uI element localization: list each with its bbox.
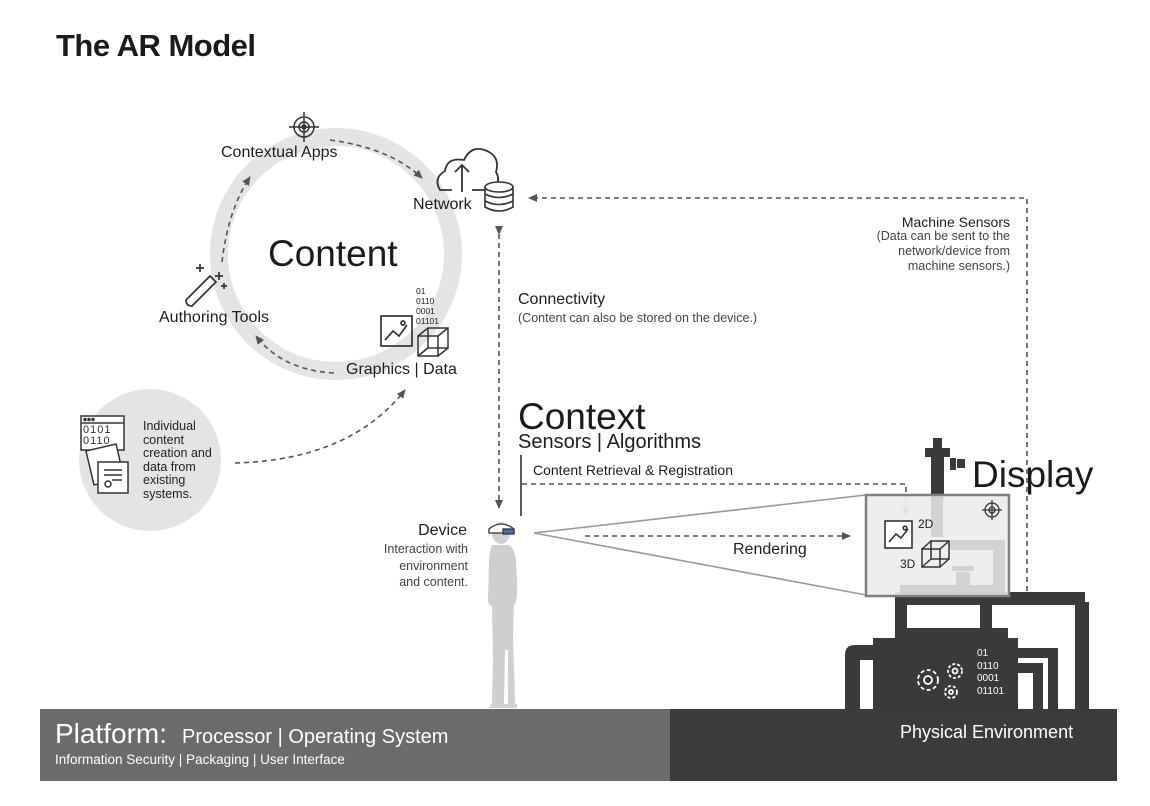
cube-icon xyxy=(417,327,449,357)
device-label: Device xyxy=(418,522,467,539)
headset-icon xyxy=(488,523,515,535)
physical-environment-label: Physical Environment xyxy=(900,722,1074,742)
display-image-icon xyxy=(884,520,913,549)
context-sub-label: Sensors | Algorithms xyxy=(518,431,702,453)
physical-environment-bar: Physical Environment xyxy=(670,709,1117,781)
platform-sub2-label: Information Security | Packaging | User … xyxy=(55,752,345,767)
platform-label: Platform: xyxy=(55,718,168,749)
graphics-binary: 01 0110 0001 01101 xyxy=(416,286,440,326)
machine-sensors-note: (Data can be sent to the network/device … xyxy=(876,229,1010,273)
arrow-apps-to-network xyxy=(329,139,423,179)
display-3d-tag: 3D xyxy=(900,557,916,571)
machine-binary: 01 0110 0001 01101 xyxy=(977,648,1005,697)
display-cube-icon xyxy=(921,540,950,568)
fov-top xyxy=(533,494,867,534)
device-note: Interaction with environment and content… xyxy=(383,542,468,589)
display-2d-tag: 2D xyxy=(918,517,934,531)
target-icon xyxy=(289,112,319,142)
cloud-icon xyxy=(436,148,500,192)
image-icon xyxy=(380,315,413,347)
platform-bar: Platform: Processor | Operating System I… xyxy=(40,709,670,781)
network-label: Network xyxy=(413,196,472,213)
display-target-icon xyxy=(982,500,1002,520)
arrow-graphics-to-tools xyxy=(255,335,335,374)
connectivity-note: (Content can also be stored on the devic… xyxy=(518,311,758,325)
arrow-individual-to-graphics xyxy=(234,389,406,464)
machine-sensors-label: Machine Sensors xyxy=(901,214,1010,230)
database-icon xyxy=(484,181,514,212)
platform-sub-label: Processor | Operating System xyxy=(182,726,449,748)
display-background-pipes xyxy=(900,497,1005,594)
connectivity-label: Connectivity xyxy=(518,291,606,308)
arrow-tools-to-apps xyxy=(221,176,251,263)
rendering-label: Rendering xyxy=(733,541,807,558)
page-title: The AR Model xyxy=(56,28,256,63)
individual-text: Individual content creation and data fro… xyxy=(143,419,212,501)
document-icon xyxy=(85,443,129,494)
gears-icon xyxy=(917,663,963,699)
person-silhouette xyxy=(488,522,518,708)
machine xyxy=(845,438,1089,710)
machine-sensors-path xyxy=(528,194,1028,600)
contextual-apps-label: Contextual Apps xyxy=(221,144,338,161)
individual-binary: 0101 0110 xyxy=(83,424,112,447)
content-ring xyxy=(210,128,462,380)
display-label: Display xyxy=(972,454,1094,495)
graphics-data-label: Graphics | Data xyxy=(346,361,457,378)
retrieval-label: Content Retrieval & Registration xyxy=(533,462,733,478)
content-label: Content xyxy=(268,233,398,274)
context-label: Context xyxy=(518,396,646,437)
authoring-tools-label: Authoring Tools xyxy=(159,309,269,326)
fov-bottom xyxy=(533,532,867,596)
retrieval-path xyxy=(522,483,910,517)
magic-wand-icon xyxy=(185,264,227,307)
